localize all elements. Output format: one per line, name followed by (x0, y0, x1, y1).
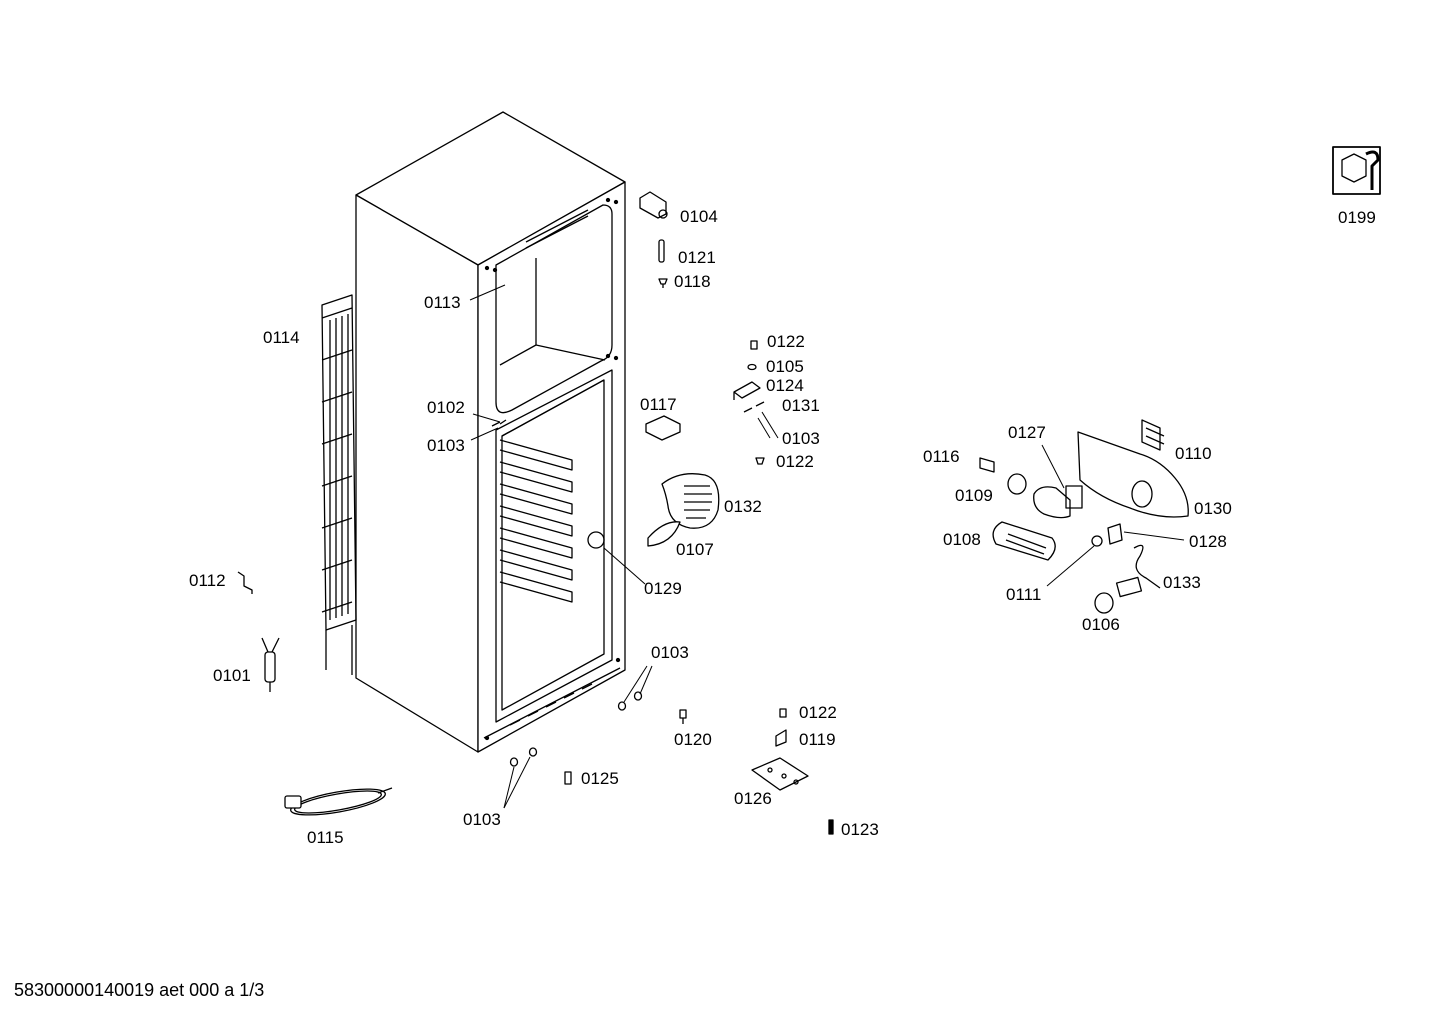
part-0131-screws (743, 401, 765, 413)
condenser (321, 294, 357, 675)
label-0101: 0101 (213, 666, 251, 685)
part-0102-bolt (491, 419, 507, 427)
part-0133-sensor (1115, 544, 1161, 598)
label-0122-bottom: 0122 (799, 703, 837, 722)
part-0116-lamp-holder (979, 457, 995, 473)
label-0118: 0118 (674, 272, 711, 291)
part-0128-switch (1107, 523, 1123, 545)
label-0112: 0112 (189, 571, 226, 590)
part-0118-screw (658, 278, 668, 288)
part-0110-clip (1141, 419, 1165, 451)
part-0124-bracket (733, 381, 761, 400)
label-0103-lower-right: 0103 (651, 643, 689, 662)
part-0106-bulb (1094, 592, 1114, 614)
label-0116: 0116 (923, 447, 960, 466)
part-0122c-screw (779, 708, 787, 718)
label-0120: 0120 (674, 730, 712, 749)
part-0105-washer (747, 363, 757, 371)
label-0127: 0127 (1008, 423, 1046, 442)
part-0126-bottom-hinge (751, 757, 809, 791)
label-0122-mid: 0122 (776, 452, 814, 471)
leader-lines (469, 284, 1185, 809)
label-0126: 0126 (734, 789, 772, 808)
label-0121: 0121 (678, 248, 716, 267)
part-0103-washers-right (617, 691, 643, 711)
part-0125-screw (564, 771, 572, 785)
part-0120-screw (679, 709, 687, 724)
label-0129: 0129 (644, 579, 682, 598)
label-0106: 0106 (1082, 615, 1120, 634)
part-0132-fan-cover (661, 473, 720, 529)
label-0108: 0108 (943, 530, 981, 549)
part-0109-knob (1007, 473, 1027, 495)
label-0103-upper-right: 0103 (782, 429, 820, 448)
label-0113: 0113 (424, 293, 461, 312)
label-0123: 0123 (841, 820, 879, 839)
label-0115: 0115 (307, 828, 344, 847)
part-0119-hinge-pin (775, 729, 787, 747)
part-0127-thermostat (1033, 485, 1083, 519)
part-0108-light-cover (992, 521, 1056, 561)
label-0131: 0131 (782, 396, 820, 415)
label-0104: 0104 (680, 207, 718, 226)
shelf-ribs (499, 439, 573, 603)
label-0114: 0114 (263, 328, 300, 347)
part-0122a-screw (750, 340, 758, 350)
label-0124: 0124 (766, 376, 804, 395)
part-0123-screw (828, 819, 834, 835)
label-0132: 0132 (724, 497, 762, 516)
part-0122b-screw (755, 457, 765, 465)
label-0103-bottom: 0103 (463, 810, 501, 829)
label-0125: 0125 (581, 769, 619, 788)
part-0112-bracket (237, 571, 253, 594)
part-0130-housing (1077, 431, 1189, 518)
label-0102: 0102 (427, 398, 465, 417)
label-0199: 0199 (1338, 208, 1376, 227)
label-0111: 0111 (1006, 585, 1041, 604)
part-0103-washers-bottom (509, 747, 538, 767)
label-0103-upper-left: 0103 (427, 436, 465, 455)
label-0122-top: 0122 (767, 332, 805, 351)
part-0111-lamp (1091, 535, 1103, 547)
part-0104-hinge (639, 191, 668, 219)
drawing-number: 58300000140019 aet 000 a 1/3 (14, 980, 265, 1000)
part-0121-pin (658, 239, 665, 263)
part-0115-power-cord (284, 787, 393, 816)
label-0128: 0128 (1189, 532, 1227, 551)
label-0107: 0107 (676, 540, 714, 559)
cabinet (355, 111, 626, 753)
label-0110: 0110 (1175, 444, 1212, 463)
label-0133: 0133 (1163, 573, 1201, 592)
label-0130: 0130 (1194, 499, 1232, 518)
label-0109: 0109 (955, 486, 993, 505)
label-0117: 0117 (640, 395, 677, 414)
label-0119: 0119 (799, 730, 836, 749)
part-0107-cover (647, 521, 681, 547)
tools-icon (1332, 146, 1381, 195)
label-0105: 0105 (766, 357, 804, 376)
part-0117-switch (645, 415, 681, 441)
part-0101-capacitor (261, 637, 280, 692)
